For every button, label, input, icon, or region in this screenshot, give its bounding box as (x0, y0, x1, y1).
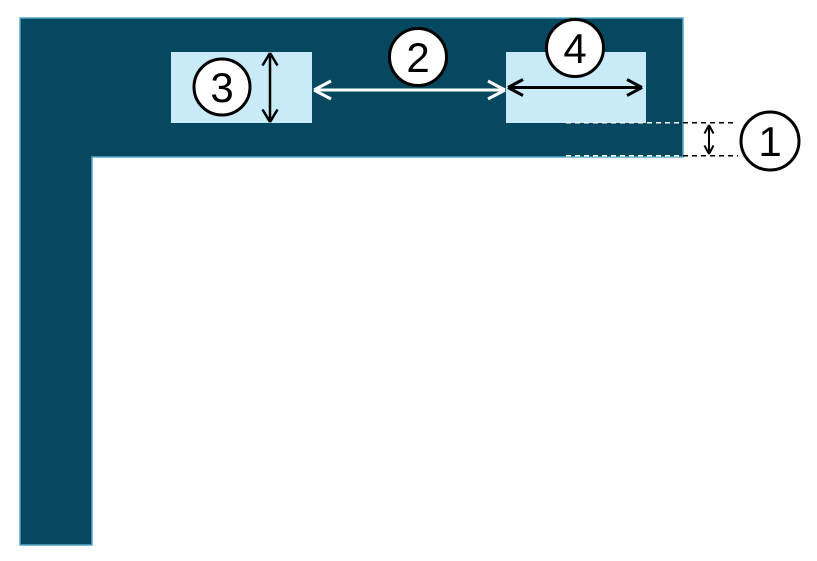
height-measure-arrow (261, 52, 279, 123)
width-measure-arrow (507, 78, 643, 97)
offset-measure-arrow (703, 124, 715, 155)
l-shaped-region (19, 17, 684, 546)
callout-2: 2 (388, 27, 448, 87)
callout-3: 3 (192, 57, 252, 117)
callout-1-circle (739, 110, 801, 172)
callout-3-circle (192, 57, 252, 117)
callout-1: 1 (739, 110, 801, 172)
gap-measure-arrow (313, 79, 506, 101)
callout-4-circle (545, 18, 605, 78)
callout-1-label: 1 (758, 118, 781, 165)
callout-4-label: 4 (563, 25, 586, 72)
callout-3-label: 3 (210, 64, 233, 111)
callout-4: 4 (545, 18, 605, 78)
callout-2-label: 2 (406, 34, 429, 81)
callout-2-circle (388, 27, 448, 87)
